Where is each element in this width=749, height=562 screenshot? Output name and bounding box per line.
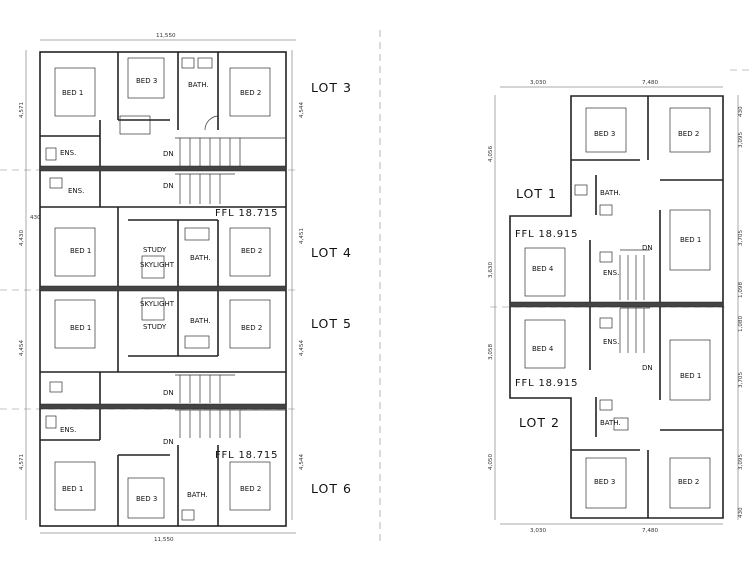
lot5-study-label: STUDY: [143, 323, 167, 331]
lot2-bed4-label: BED 4: [532, 345, 554, 353]
lot1-bath-label: BATH.: [600, 189, 621, 197]
lot4-bath-label: BATH.: [190, 254, 211, 262]
lot6-ens-label: ENS.: [60, 426, 76, 434]
dim-top-right: 7,480: [642, 80, 658, 86]
dim-lot5-right: 4,454: [299, 340, 305, 356]
lot6-dn-label: DN: [163, 438, 174, 446]
dim-lot4-right: 4,451: [299, 228, 305, 244]
lot2-layout: BED 4 ENS. DN BED 1 BATH. BED 3 BED 2: [524, 307, 711, 509]
lot1-bed3-label: BED 3: [594, 130, 615, 138]
lot-2-label: LOT 2: [519, 415, 560, 430]
dim-right-d: 1,098: [738, 282, 744, 298]
left-plan: 11,550 11,550 4,571 4,544 430 4,430 4,45…: [19, 33, 352, 543]
lot4-layout: ENS. DN BED 1 STUDY SKYLIGHT BATH. BED 2: [49, 171, 271, 286]
lot6-layout: ENS. DN BED 1 BED 3 BATH. BED 2: [40, 409, 285, 526]
lot-4-label: LOT 4: [311, 245, 352, 260]
lot3-dn-label: DN: [163, 150, 174, 158]
lot5-layout: BED 1 SKYLIGHT STUDY BATH. BED 2 DN: [49, 291, 271, 404]
lot-3-label: LOT 3: [311, 80, 352, 95]
dim-lot6-left: 4,571: [19, 454, 25, 470]
lot5-dn-label: DN: [163, 389, 174, 397]
lot1-bed1-label: BED 1: [680, 236, 701, 244]
lot4-dn-label: DN: [163, 182, 174, 190]
lot2-bath-label: BATH.: [600, 419, 621, 427]
lot6-bed3-label: BED 3: [136, 495, 157, 503]
lot5-bed2-label: BED 2: [241, 324, 262, 332]
lot1-bed2-label: BED 2: [678, 130, 699, 138]
right-plan: 3,030 7,480 3,030 7,480 4,056 3,630 3,05…: [488, 80, 744, 534]
lot2-bed3-label: BED 3: [594, 478, 615, 486]
dim-lot6-right: 4,544: [299, 454, 305, 470]
left-ffl-upper: FFL 18.715: [215, 208, 278, 219]
dim-bottom-right: 7,480: [642, 528, 658, 534]
lot2-bed1-label: BED 1: [680, 372, 701, 380]
lot5-bath-label: BATH.: [190, 317, 211, 325]
lot6-bed1-label: BED 1: [62, 485, 83, 493]
dim-bottom-width: 11,550: [154, 537, 174, 543]
lot6-bath-label: BATH.: [187, 491, 208, 499]
lot3-ens-label: ENS.: [60, 149, 76, 157]
dim-lot3-left: 4,571: [19, 102, 25, 118]
lot5-skylight-label: SKYLIGHT: [140, 300, 175, 308]
lot3-bed2-label: BED 2: [240, 89, 261, 97]
dim-lot4-left: 4,430: [19, 230, 25, 246]
lot1-dn-label: DN: [642, 244, 653, 252]
lot5-bed1-label: BED 1: [70, 324, 91, 332]
lot1-ens-label: ENS.: [603, 269, 619, 277]
lot3-bed1-label: BED 1: [62, 89, 83, 97]
dim-left-a: 4,056: [488, 146, 494, 162]
right-ffl-upper: FFL 18.915: [515, 229, 578, 240]
dim-right-g: 3,095: [738, 454, 744, 470]
lot-5-label: LOT 5: [311, 316, 352, 331]
lot4-bed1-label: BED 1: [70, 247, 91, 255]
lot3-layout: BED 1 BED 3 BATH. BED 2 ENS. DN: [40, 52, 285, 166]
lot-1-label: LOT 1: [516, 186, 557, 201]
lot2-ens-label: ENS.: [603, 338, 619, 346]
lot3-bath-label: BATH.: [188, 81, 209, 89]
dim-right-c: 3,705: [738, 230, 744, 246]
lot4-study-label: STUDY: [143, 246, 167, 254]
dim-lot3-right: 4,544: [299, 102, 305, 118]
dim-right-e: 1,080: [738, 316, 744, 332]
lot6-bed2-label: BED 2: [240, 485, 261, 493]
dim-left-d: 4,050: [488, 454, 494, 470]
dim-lot5-left: 4,454: [19, 340, 25, 356]
lot2-bed2-label: BED 2: [678, 478, 699, 486]
right-ffl-lower: FFL 18.915: [515, 378, 578, 389]
lot3-bed3-label: BED 3: [136, 77, 157, 85]
dim-top-width: 11,550: [156, 33, 176, 39]
dim-right-b: 3,095: [738, 132, 744, 148]
dim-right-a: 430: [738, 106, 744, 117]
lot1-layout: BED 3 BED 2 BATH. BED 1 BED 4 ENS. DN: [524, 107, 711, 300]
dim-bottom-left: 3,030: [530, 528, 546, 534]
lot1-bed4-label: BED 4: [532, 265, 554, 273]
lot2-dn-label: DN: [642, 364, 653, 372]
dim-left-c: 3,058: [488, 344, 494, 360]
dim-right-h: 430: [738, 507, 744, 518]
dim-left-b: 3,630: [488, 262, 494, 278]
dim-top-left: 3,030: [530, 80, 546, 86]
lot4-ens-label: ENS.: [68, 187, 84, 195]
dim-gap-left: 430: [30, 215, 41, 221]
left-ffl-lower: FFL 18.715: [215, 450, 278, 461]
dim-right-f: 3,705: [738, 372, 744, 388]
lot4-bed2-label: BED 2: [241, 247, 262, 255]
lot4-skylight-label: SKYLIGHT: [140, 261, 175, 269]
lot-6-label: LOT 6: [311, 481, 352, 496]
